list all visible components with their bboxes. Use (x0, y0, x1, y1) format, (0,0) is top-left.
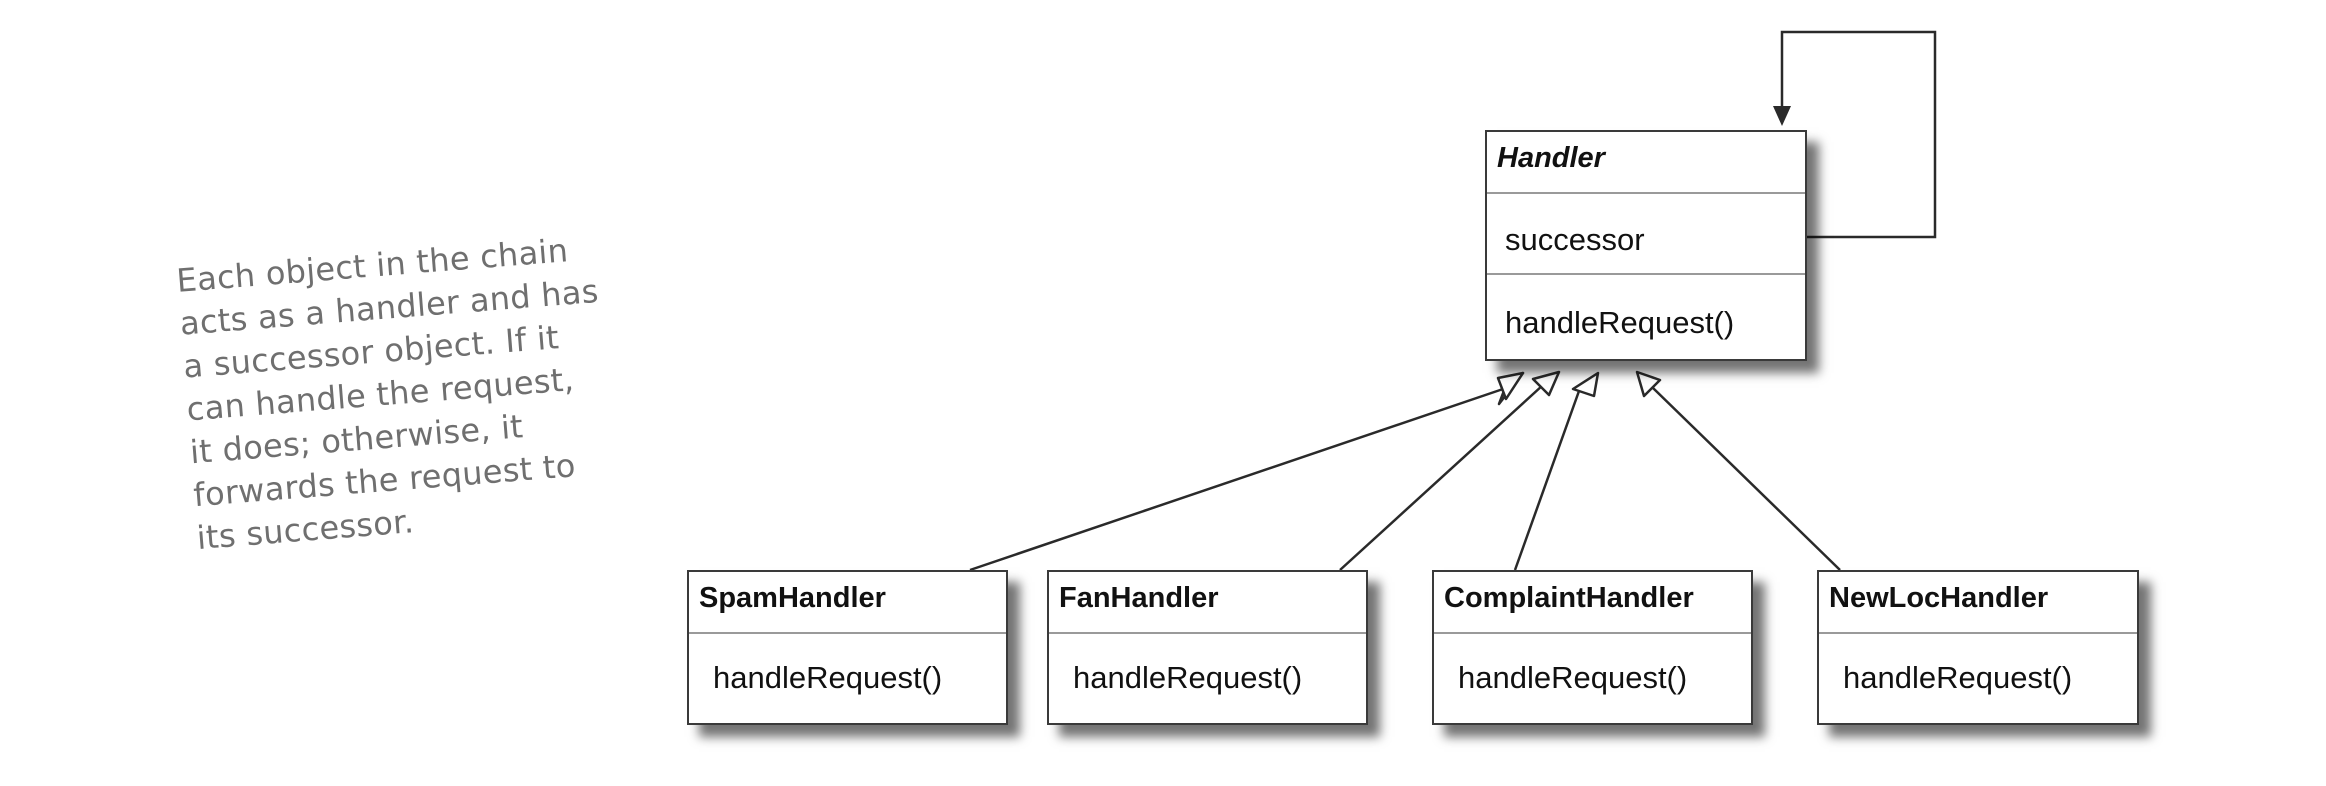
newlochandler-class-box: NewLocHandler handleRequest() (1817, 570, 2139, 725)
spamhandler-method: handleRequest() (689, 632, 1006, 723)
complainthandler-generalization-arrowhead (1571, 371, 1600, 398)
spamhandler-class-box: SpamHandler handleRequest() (687, 570, 1008, 725)
successor-association-arrowhead (1773, 106, 1791, 126)
newlochandler-generalization-arrowhead (1635, 370, 1662, 398)
successor-association-line (1780, 30, 1937, 239)
complainthandler-class-name: ComplaintHandler (1444, 582, 1694, 614)
spamhandler-generalization-arrowhead-fill (1496, 371, 1525, 401)
spamhandler-class-name: SpamHandler (699, 582, 886, 614)
handler-attribute-successor: successor (1487, 192, 1805, 273)
handler-class-box: Handler successor handleRequest() (1485, 130, 1807, 361)
handler-method-handlerequest: handleRequest() (1487, 273, 1805, 359)
complainthandler-method: handleRequest() (1434, 632, 1751, 723)
complainthandler-inheritance-line (1513, 390, 1581, 571)
handwritten-annotation: Each object in the chain acts as a handl… (175, 225, 637, 560)
handler-class-name: Handler (1497, 142, 1605, 174)
fanhandler-class-box: FanHandler handleRequest() (1047, 570, 1368, 725)
newlochandler-inheritance-line (1652, 387, 1841, 571)
complainthandler-class-box: ComplaintHandler handleRequest() (1432, 570, 1753, 725)
newlochandler-class-name: NewLocHandler (1829, 582, 2049, 614)
fanhandler-inheritance-line (1339, 384, 1544, 571)
fanhandler-generalization-arrowhead (1531, 370, 1561, 397)
fanhandler-class-name: FanHandler (1059, 582, 1219, 614)
spamhandler-inheritance-line (969, 386, 1507, 572)
fanhandler-method: handleRequest() (1049, 632, 1366, 723)
newlochandler-method: handleRequest() (1819, 632, 2137, 723)
